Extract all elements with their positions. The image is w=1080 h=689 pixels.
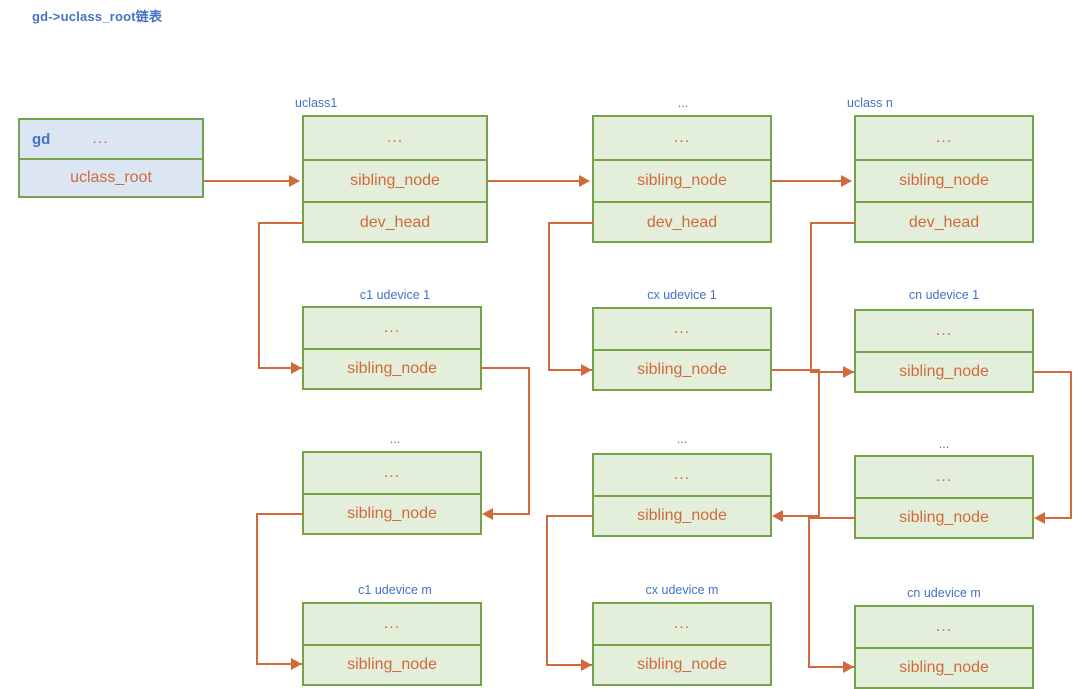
- uclass-node-n-row-sibling-node: sibling_node: [856, 159, 1032, 201]
- connector-cn-r1-in: [1044, 517, 1072, 519]
- uclass-node-1-row-dots: ...: [386, 129, 404, 146]
- caption-udevice-r3-cn: cn udevice m: [907, 586, 981, 600]
- gd-dots: ...: [92, 130, 109, 147]
- uclass-node-1-row-sibling-node: sibling_node: [304, 159, 486, 201]
- connector-cn-r1-out: [1034, 371, 1072, 373]
- gd-node-row-label: gd ...: [20, 120, 202, 158]
- caption-udevice-r1-c1: c1 udevice 1: [359, 288, 431, 302]
- udevice-node-r2-cx-row-dots: ...: [673, 466, 691, 483]
- connector-cx-r1-out: [772, 369, 820, 371]
- uclass-node-1: ... sibling_node dev_head: [302, 115, 488, 243]
- udevice-node-r3-c1: ... sibling_node: [302, 602, 482, 686]
- udevice-node-r2-cn: ... sibling_node: [854, 455, 1034, 539]
- connector-c1-r1-in: [492, 513, 530, 515]
- arrowhead-uclass-x-to-uclass-n: [841, 175, 852, 187]
- udevice-node-r1-c1: ... sibling_node: [302, 306, 482, 390]
- uclass-node-n-row-dots: ...: [935, 129, 953, 146]
- udevice-node-r1-c1-row-sibling-node: sibling_node: [304, 348, 480, 388]
- connector-cx-devhead-out: [548, 222, 594, 224]
- udevice-node-r2-c1: ... sibling_node: [302, 451, 482, 535]
- connector-cn-r2-down: [808, 517, 810, 668]
- connector-c1-devhead-out: [258, 222, 304, 224]
- caption-udevice-r2-c1: ...: [389, 432, 401, 446]
- connector-c1-r2-in: [256, 663, 302, 665]
- connector-cn-devhead-in: [810, 371, 854, 373]
- connector-cn-r2-in: [808, 666, 854, 668]
- udevice-node-r3-cn-row-dots: ...: [935, 618, 953, 635]
- udevice-node-r2-cn-row-sibling-node: sibling_node: [856, 497, 1032, 537]
- caption-udevice-r2-cn: ...: [938, 437, 950, 451]
- udevice-node-r3-cn: ... sibling_node: [854, 605, 1034, 689]
- arrowhead-c1-r2-to-r3: [291, 658, 302, 670]
- connector-c1-r1-down: [528, 367, 530, 515]
- connector-cn-r1-down: [1070, 371, 1072, 519]
- uclass-node-n: ... sibling_node dev_head: [854, 115, 1034, 243]
- arrowhead-cn-r1-to-r2: [1034, 512, 1045, 524]
- udevice-node-r3-cx-row-dots: ...: [673, 615, 691, 632]
- connector-cx-r2-down: [546, 515, 548, 666]
- uclass-node-n-row-dev-head: dev_head: [856, 201, 1032, 243]
- arrowhead-cx-r1-to-r2: [772, 510, 783, 522]
- udevice-node-r2-c1-row-dots: ...: [383, 464, 401, 481]
- connector-cx-devhead-in: [548, 369, 592, 371]
- caption-udevice-r2-cx: ...: [676, 432, 688, 446]
- udevice-node-r1-cn-row-sibling-node: sibling_node: [856, 351, 1032, 391]
- udevice-node-r2-cx-row-sibling-node: sibling_node: [594, 495, 770, 535]
- udevice-node-r1-cn: ... sibling_node: [854, 309, 1034, 393]
- connector-c1-devhead-down: [258, 222, 260, 368]
- connector-cn-devhead-out: [810, 222, 856, 224]
- caption-udevice-r3-cx: cx udevice m: [645, 583, 719, 597]
- connector-uclass-x-to-uclass-n: [772, 180, 842, 182]
- connector-cx-r2-in: [546, 664, 592, 666]
- arrowhead-c1-devhead-to-r1: [291, 362, 302, 374]
- connector-cn-r2-out: [808, 517, 856, 519]
- udevice-node-r1-cx-row-dots: ...: [673, 320, 691, 337]
- arrowhead-gd-to-uclass-1: [289, 175, 300, 187]
- udevice-node-r1-cx-row-sibling-node: sibling_node: [594, 349, 770, 389]
- udevice-node-r2-c1-row-sibling-node: sibling_node: [304, 493, 480, 533]
- udevice-node-r1-cn-row-dots: ...: [935, 322, 953, 339]
- caption-uclass-x: ...: [677, 96, 689, 110]
- arrowhead-cx-r2-to-r3: [581, 659, 592, 671]
- udevice-node-r3-c1-row-sibling-node: sibling_node: [304, 644, 480, 684]
- udevice-node-r1-cx: ... sibling_node: [592, 307, 772, 391]
- connector-c1-r1-out: [482, 367, 530, 369]
- connector-c1-r2-down: [256, 513, 258, 664]
- arrowhead-cx-devhead-to-r1: [581, 364, 592, 376]
- page-title: gd->uclass_root链表: [32, 9, 163, 24]
- udevice-node-r1-c1-row-dots: ...: [383, 319, 401, 336]
- arrowhead-cn-devhead-to-r1: [843, 366, 854, 378]
- gd-label: gd: [32, 130, 51, 148]
- gd-node-row-uclass-root: uclass_root: [20, 158, 202, 196]
- udevice-node-r3-cx-row-sibling-node: sibling_node: [594, 644, 770, 684]
- connector-cx-devhead-down: [548, 222, 550, 370]
- connector-c1-devhead-in: [258, 367, 302, 369]
- udevice-node-r3-cx: ... sibling_node: [592, 602, 772, 686]
- uclass-node-x-row-dots: ...: [673, 129, 691, 146]
- udevice-node-r2-cn-row-dots: ...: [935, 468, 953, 485]
- connector-cx-r2-out: [546, 515, 594, 517]
- udevice-node-r2-cx: ... sibling_node: [592, 453, 772, 537]
- udevice-node-r3-c1-row-dots: ...: [383, 615, 401, 632]
- caption-udevice-r3-c1: c1 udevice m: [358, 583, 432, 597]
- uclass-node-1-row-dev-head: dev_head: [304, 201, 486, 243]
- uclass-node-x-row-dev-head: dev_head: [594, 201, 770, 243]
- connector-cn-devhead-down: [810, 222, 812, 372]
- caption-uclass-1: uclass1: [295, 96, 338, 110]
- gd-node: gd ... uclass_root: [18, 118, 204, 198]
- uclass-node-x: ... sibling_node dev_head: [592, 115, 772, 243]
- caption-udevice-r1-cx: cx udevice 1: [647, 288, 717, 302]
- arrowhead-uclass-1-to-uclass-x: [579, 175, 590, 187]
- caption-uclass-n: uclass n: [847, 96, 893, 110]
- connector-gd-to-uclass-1: [204, 180, 290, 182]
- caption-udevice-r1-cn: cn udevice 1: [908, 288, 980, 302]
- arrowhead-cn-r2-to-r3: [843, 661, 854, 673]
- arrowhead-c1-r1-to-r2: [482, 508, 493, 520]
- connector-uclass-1-to-uclass-x: [488, 180, 580, 182]
- connector-c1-r2-out: [256, 513, 304, 515]
- connector-cx-r1-in: [782, 515, 820, 517]
- connector-cx-r1-down: [818, 369, 820, 517]
- udevice-node-r3-cn-row-sibling-node: sibling_node: [856, 647, 1032, 687]
- uclass-node-x-row-sibling-node: sibling_node: [594, 159, 770, 201]
